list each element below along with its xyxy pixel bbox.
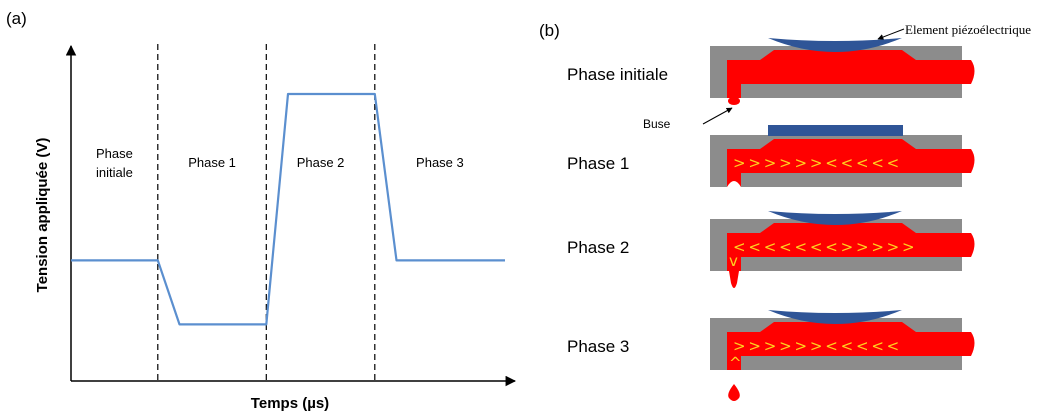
panel-a-label: (a) <box>6 9 27 28</box>
piezo-element <box>768 310 902 324</box>
pressure-chevrons: >>>>>><<<<< <box>733 154 902 172</box>
ink-channel <box>727 50 975 98</box>
element-label: Element piézoélectrique <box>905 22 1031 37</box>
panel-a: (a) Tension appliquée (V) Temps (µs) Pha… <box>6 9 517 412</box>
panel-b-label: (b) <box>539 21 560 40</box>
piezo-element <box>768 211 902 225</box>
phase-row-name: Phase 2 <box>567 238 629 257</box>
panel-b: (b) Element piézoélectrique Buse Phase i… <box>539 21 1031 401</box>
x-axis-label: Temps (µs) <box>251 395 329 412</box>
phase-row-4: Phase 3 >>>>>><<<<<^ <box>567 310 975 401</box>
piezo-element <box>768 125 903 136</box>
nozzle-ink <box>728 97 740 105</box>
phase-row-name: Phase 1 <box>567 154 629 173</box>
element-arrow <box>877 28 905 40</box>
ink-channel <box>727 223 975 271</box>
phase-row-name: Phase 3 <box>567 337 629 356</box>
nozzle-label: Buse <box>643 117 671 131</box>
phase-row-name: Phase initiale <box>567 65 668 84</box>
pressure-chevrons: <<<<<<<>>>>> <box>733 238 917 256</box>
ink-drip <box>729 271 739 288</box>
ink-channel <box>727 139 975 187</box>
phase-row-2: Phase 1 >>>>>><<<<< <box>567 125 975 187</box>
piezo-element <box>768 38 902 52</box>
voltage-line <box>71 92 505 326</box>
phase-label-2: Phase 2 <box>297 155 345 170</box>
ink-channel <box>727 322 975 370</box>
nozzle-chevron: ^ <box>729 354 742 372</box>
ejected-droplet <box>728 384 740 401</box>
nozzle-chevron: v <box>729 252 738 270</box>
phase-row-1: Phase initiale <box>567 38 975 105</box>
phase-label-3: Phase 3 <box>416 155 464 170</box>
phase-row-3: Phase 2 <<<<<<<>>>>>v <box>567 211 975 288</box>
meniscus <box>727 181 741 187</box>
pressure-chevrons: >>>>>><<<<< <box>733 337 902 355</box>
y-axis-label: Tension appliquée (V) <box>34 138 51 293</box>
nozzle-arrow <box>702 107 733 125</box>
phase-label-1: Phase 1 <box>188 155 236 170</box>
